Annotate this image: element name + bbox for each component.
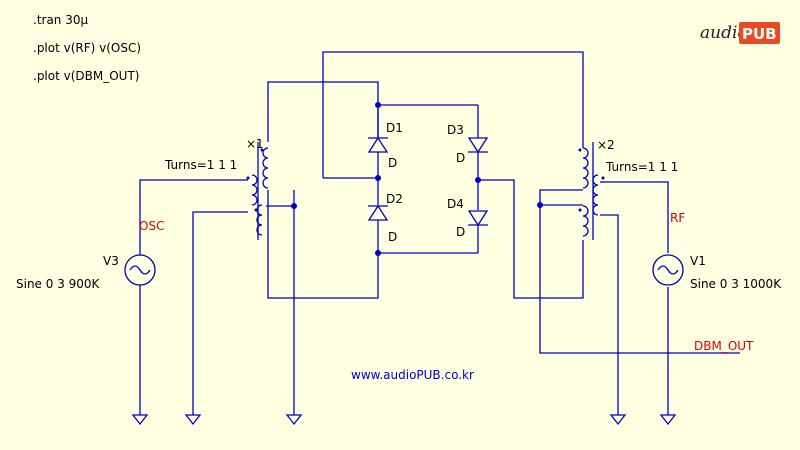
diode-ref: D2 [386, 192, 403, 206]
wire-rf[interactable] [600, 181, 669, 253]
wire-t1-bottom-to-node[interactable] [267, 190, 379, 299]
net-label-osc[interactable]: OSC [139, 219, 164, 233]
coil-secondary [251, 174, 258, 206]
phase-dot [254, 208, 258, 212]
diode-ref: D3 [447, 123, 464, 137]
junctions [291, 102, 543, 256]
coil-tertiary [582, 205, 589, 237]
coil-primary [262, 147, 269, 189]
coil-secondary [592, 174, 599, 216]
diode-d4[interactable]: D4 D [447, 197, 489, 239]
source-circle [652, 254, 684, 286]
junction-dot [375, 250, 381, 256]
logo-highlight: PUB [742, 25, 777, 43]
transformer-x2[interactable]: ×2 Turns=1 1 1 [578, 138, 679, 240]
phase-dot [246, 176, 250, 180]
junction-dot [291, 203, 297, 209]
wire-t1-sec-gnd[interactable] [192, 211, 248, 415]
directive-plot-out[interactable]: .plot v(DBM_OUT) [33, 69, 139, 83]
directive-tran[interactable]: .tran 30µ [33, 13, 88, 27]
ground-icon [131, 414, 149, 426]
net-label-dbm-out[interactable]: DBM_OUT [694, 339, 754, 353]
sine-icon [657, 265, 679, 275]
transformer-ref: ×2 [597, 138, 615, 152]
diode-triangle [367, 136, 389, 153]
directive-plot-rf-osc[interactable]: .plot v(RF) v(OSC) [33, 41, 141, 55]
source-circle [124, 254, 156, 286]
diode-d2[interactable]: D2 D [367, 192, 403, 244]
diode-ref: D4 [447, 197, 464, 211]
audiopub-logo: audio PUB [700, 22, 780, 44]
diode-triangle [467, 137, 489, 154]
diode-d1[interactable]: D1 D [367, 121, 403, 170]
transformer-turns: Turns=1 1 1 [605, 160, 678, 174]
ground-icon [659, 414, 677, 426]
transformer-ref: ×1 [246, 137, 264, 151]
junction-dot [475, 177, 481, 183]
voltage-source-v1[interactable]: V1 Sine 0 3 1000K [652, 254, 782, 291]
wire-t2-sec-gnd[interactable] [600, 214, 619, 415]
net-label-rf[interactable]: RF [670, 211, 685, 225]
logo-prefix: audio [700, 23, 748, 43]
wire-ring-right-to-t2[interactable] [478, 179, 584, 299]
ground-icon [285, 414, 303, 426]
voltage-source-v3[interactable]: V3 Sine 0 3 900K [16, 254, 156, 291]
diode-triangle [467, 210, 489, 227]
ground-icon [609, 414, 627, 426]
diode-model: D [456, 151, 465, 165]
diode-ref: D1 [386, 121, 403, 135]
source-value: Sine 0 3 900K [16, 277, 101, 291]
phase-dot [578, 148, 582, 152]
wire-t1-tap-gnd[interactable] [266, 205, 295, 415]
wires [139, 51, 740, 415]
transformer-turns: Turns=1 1 1 [164, 158, 237, 172]
phase-dot [260, 148, 264, 152]
logo-badge [739, 22, 780, 44]
wire-dbm-out[interactable] [539, 189, 740, 354]
sine-icon [129, 265, 151, 275]
source-ref: V3 [103, 254, 119, 268]
transformer-x1[interactable]: ×1 Turns=1 1 1 [164, 137, 269, 240]
diode-model: D [388, 230, 397, 244]
wire-osc[interactable] [139, 179, 248, 255]
junction-dot [537, 202, 543, 208]
wire-cross-top[interactable] [322, 51, 584, 178]
diode-d3[interactable]: D3 D [447, 123, 489, 165]
ground-symbols [131, 414, 677, 426]
source-ref: V1 [690, 254, 706, 268]
ground-icon [184, 414, 202, 426]
diode-model: D [456, 225, 465, 239]
diode-model: D [388, 156, 397, 170]
phase-dot [601, 176, 605, 180]
website-link[interactable]: www.audioPUB.co.kr [351, 368, 474, 382]
junction-dot [375, 175, 381, 181]
source-value: Sine 0 3 1000K [690, 277, 782, 291]
diode-triangle [367, 204, 389, 221]
phase-dot [578, 208, 582, 212]
junction-dot [375, 102, 381, 108]
coil-primary [582, 147, 589, 189]
